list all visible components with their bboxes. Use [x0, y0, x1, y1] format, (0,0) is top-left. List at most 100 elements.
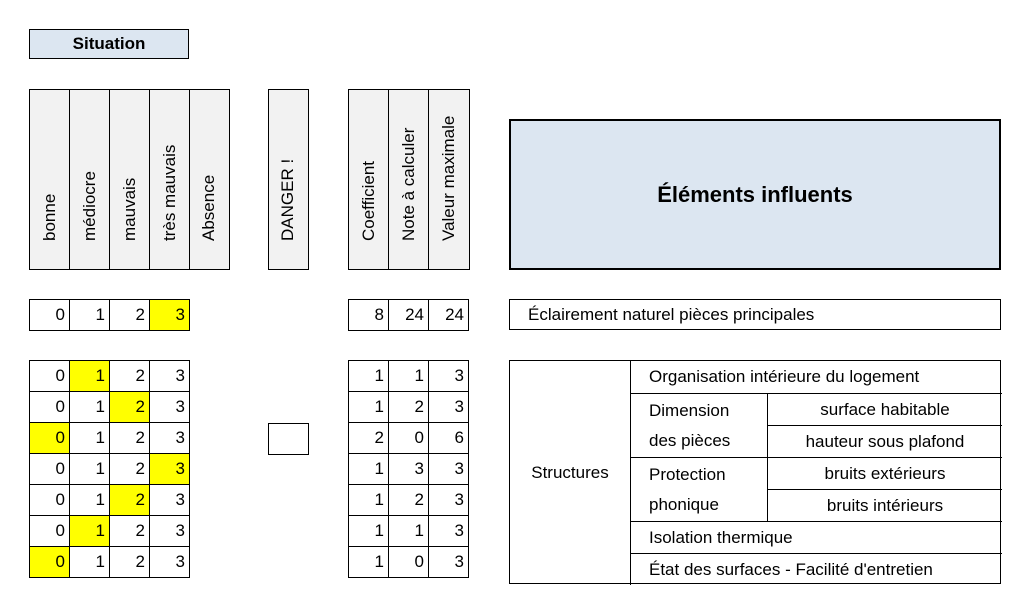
max-cell: 24	[428, 299, 469, 331]
coefficient-cell: 1	[348, 484, 389, 516]
max-cell: 3	[428, 515, 469, 547]
quality-cell[interactable]: 0	[29, 453, 70, 485]
isolation-label: Isolation thermique	[630, 521, 1002, 553]
quality-cell[interactable]: 3	[149, 391, 190, 423]
quality-cell[interactable]: 3	[149, 546, 190, 578]
coefficient-cell: 8	[348, 299, 389, 331]
quality-cell[interactable]: 0	[29, 391, 70, 423]
quality-cell[interactable]: 2	[109, 453, 150, 485]
quality-cell[interactable]: 2	[109, 515, 150, 547]
header-bonne: bonne	[30, 90, 70, 269]
eclairement-scores: 8 24 24	[348, 299, 469, 331]
bruits-int-label: bruits intérieurs	[767, 489, 1002, 521]
quality-cell[interactable]: 0	[29, 360, 70, 392]
eclairement-label: Éclairement naturel pièces principales	[509, 299, 1001, 330]
quality-cell[interactable]: 3	[149, 515, 190, 547]
quality-cell[interactable]: 1	[69, 299, 110, 331]
coefficient-cell: 1	[348, 515, 389, 547]
note-cell: 2	[388, 391, 429, 423]
coefficient-cell: 1	[348, 360, 389, 392]
max-cell: 3	[428, 484, 469, 516]
score-headers: Coefficient Note à calculer Valeur maxim…	[348, 89, 470, 270]
quality-cell[interactable]: 0	[29, 422, 70, 454]
max-cell: 6	[428, 422, 469, 454]
note-cell: 2	[388, 484, 429, 516]
quality-cell[interactable]: 2	[109, 360, 150, 392]
danger-header: DANGER !	[268, 89, 309, 270]
quality-cell[interactable]: 0	[29, 515, 70, 547]
quality-cell[interactable]: 1	[69, 484, 110, 516]
quality-cell[interactable]: 3	[149, 422, 190, 454]
etat-label: État des surfaces - Facilité d'entretien	[630, 553, 1002, 585]
note-cell: 0	[388, 546, 429, 578]
quality-cell[interactable]: 1	[69, 546, 110, 578]
note-cell: 0	[388, 422, 429, 454]
quality-cell[interactable]: 2	[109, 391, 150, 423]
coefficient-cell: 1	[348, 453, 389, 485]
header-mediocre: médiocre	[70, 90, 110, 269]
header-note: Note à calculer	[389, 90, 429, 269]
quality-cell[interactable]: 1	[69, 453, 110, 485]
quality-headers: bonne médiocre mauvais très mauvais Abse…	[29, 89, 230, 270]
quality-cell[interactable]: 0	[29, 299, 70, 331]
quality-cell[interactable]: 3	[149, 484, 190, 516]
coefficient-cell: 1	[348, 391, 389, 423]
coefficient-cell: 2	[348, 422, 389, 454]
quality-cell[interactable]: 1	[69, 391, 110, 423]
quality-cell[interactable]: 3	[149, 299, 190, 331]
quality-cell[interactable]: 1	[69, 360, 110, 392]
quality-cell[interactable]: 1	[69, 422, 110, 454]
coefficient-cell: 1	[348, 546, 389, 578]
quality-cell[interactable]: 2	[109, 546, 150, 578]
eclairement-quality: 0 1 2 3	[29, 299, 190, 331]
structures-label: Structures	[531, 463, 609, 482]
structures-table: Structures Organisation intérieure du lo…	[509, 360, 1002, 585]
note-cell: 24	[388, 299, 429, 331]
quality-cell[interactable]: 1	[69, 515, 110, 547]
max-cell: 3	[428, 453, 469, 485]
max-cell: 3	[428, 546, 469, 578]
header-absence: Absence	[199, 174, 218, 241]
max-cell: 3	[428, 360, 469, 392]
quality-cell[interactable]: 3	[149, 360, 190, 392]
note-cell: 1	[388, 360, 429, 392]
quality-cell[interactable]: 0	[29, 546, 70, 578]
quality-cell[interactable]: 2	[109, 422, 150, 454]
danger-checkbox[interactable]	[268, 423, 309, 455]
note-cell: 1	[388, 515, 429, 547]
note-cell: 3	[388, 453, 429, 485]
quality-cell[interactable]: 2	[109, 484, 150, 516]
elements-title: Éléments influents	[509, 119, 1001, 270]
quality-cell[interactable]: 2	[109, 299, 150, 331]
organisation-label: Organisation intérieure du logement	[630, 361, 1002, 393]
max-cell: 3	[428, 391, 469, 423]
situation-title: Situation	[29, 29, 189, 59]
header-coefficient: Coefficient	[349, 90, 389, 269]
bruits-ext-label: bruits extérieurs	[767, 457, 1002, 489]
quality-cell[interactable]: 0	[29, 484, 70, 516]
surface-label: surface habitable	[767, 393, 1002, 425]
header-tres-mauvais: très mauvais	[150, 90, 190, 269]
quality-cell[interactable]: 3	[149, 453, 190, 485]
hauteur-label: hauteur sous plafond	[767, 425, 1002, 457]
header-max: Valeur maximale	[438, 115, 458, 241]
header-mauvais: mauvais	[110, 90, 150, 269]
